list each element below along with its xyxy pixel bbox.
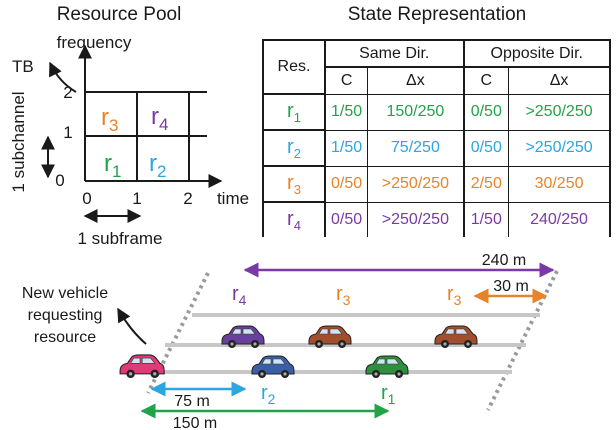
cell-r3-label: r3 bbox=[101, 104, 118, 135]
car-new bbox=[119, 354, 165, 379]
ytick-2: 2 bbox=[63, 83, 72, 102]
table-row-r4: r4 0/50 >250/250 1/50 240/250 bbox=[262, 201, 611, 237]
same-c-header: C bbox=[323, 66, 369, 95]
distance-150-label: 150 m bbox=[173, 415, 217, 430]
res-header: Res. bbox=[262, 39, 326, 95]
row-r3-res: r3 bbox=[262, 165, 326, 203]
table-row-r1: r1 1/50 150/250 0/50 >250/250 bbox=[262, 93, 611, 131]
row-r4-res: r4 bbox=[262, 201, 326, 237]
xtick-1: 1 bbox=[132, 189, 141, 208]
cell-r4-label: r4 bbox=[151, 103, 168, 134]
row-r3-opp-dx: 30/250 bbox=[508, 165, 611, 203]
state-table: Res. Same Dir. Opposite Dir. C Δx C Δx r… bbox=[262, 39, 611, 237]
row-r3-same-c: 0/50 bbox=[323, 165, 369, 203]
row-r1-same-c: 1/50 bbox=[323, 93, 369, 131]
xtick-0: 0 bbox=[82, 189, 91, 208]
row-r4-same-c: 0/50 bbox=[323, 201, 369, 237]
subframe-label: 1 subframe bbox=[77, 229, 162, 248]
row-r2-opp-dx: >250/250 bbox=[508, 129, 611, 167]
road-label-r2: r2 bbox=[261, 382, 276, 407]
row-r1-res: r1 bbox=[262, 93, 326, 131]
cell-r2-label: r2 bbox=[149, 150, 166, 181]
tb-label: TB bbox=[12, 57, 34, 76]
row-r2-res: r2 bbox=[262, 129, 326, 167]
same-dir-header: Same Dir. bbox=[323, 39, 465, 68]
road-label-r4: r4 bbox=[232, 283, 247, 308]
opposite-dir-header: Opposite Dir. bbox=[462, 39, 611, 68]
row-r1-opp-dx: >250/250 bbox=[508, 93, 611, 131]
xtick-2: 2 bbox=[183, 189, 192, 208]
road-edge-right bbox=[486, 270, 559, 411]
row-r2-same-dx: 75/250 bbox=[367, 129, 464, 167]
car-purple-car bbox=[221, 325, 265, 348]
same-dx-header: Δx bbox=[367, 66, 464, 95]
car-blue-car bbox=[251, 355, 295, 378]
road-label-r1: r1 bbox=[381, 382, 396, 407]
distance-75-label: 75 m bbox=[174, 393, 210, 410]
pool-title: Resource Pool bbox=[57, 4, 182, 25]
row-r2-same-c: 1/50 bbox=[323, 129, 369, 167]
ytick-0: 0 bbox=[55, 171, 64, 190]
table-row-r2: r2 1/50 75/250 0/50 >250/250 bbox=[262, 129, 611, 167]
state-table-wrapper: Res. Same Dir. Opposite Dir. C Δx C Δx r… bbox=[262, 39, 611, 237]
new-vehicle-text-3: resource bbox=[34, 329, 96, 346]
frequency-axis-label: frequency bbox=[57, 33, 132, 52]
row-r4-same-dx: >250/250 bbox=[367, 201, 464, 237]
cell-r1-label: r1 bbox=[104, 150, 121, 181]
row-r4-opp-c: 1/50 bbox=[462, 201, 510, 237]
distance-30-label: 30 m bbox=[493, 278, 529, 295]
new-vehicle-text-2: requesting bbox=[28, 307, 103, 324]
row-r3-same-dx: >250/250 bbox=[367, 165, 464, 203]
subchannel-label: 1 subchannel bbox=[9, 91, 28, 192]
pool-grid bbox=[85, 91, 207, 181]
time-axis-label: time bbox=[217, 189, 249, 208]
road-edge-left bbox=[146, 272, 210, 394]
resource-pool: Resource Pool frequency time 2 1 0 0 1 2… bbox=[9, 4, 249, 248]
road-label-r3-a: r3 bbox=[336, 283, 351, 308]
opp-c-header: C bbox=[462, 66, 510, 95]
road-scene: New vehicle requesting resource r4 r3 r3… bbox=[22, 252, 559, 430]
road-label-r3-b: r3 bbox=[447, 283, 462, 308]
new-vehicle-text-1: New vehicle bbox=[22, 285, 108, 302]
row-r2-opp-c: 0/50 bbox=[462, 129, 510, 167]
row-r1-same-dx: 150/250 bbox=[367, 93, 464, 131]
row-r3-opp-c: 2/50 bbox=[462, 165, 510, 203]
ytick-1: 1 bbox=[63, 123, 72, 142]
row-r1-opp-c: 0/50 bbox=[462, 93, 510, 131]
table-row-r3: r3 0/50 >250/250 2/50 30/250 bbox=[262, 165, 611, 203]
cars bbox=[119, 325, 478, 379]
car-brown-car-1 bbox=[308, 325, 352, 348]
new-vehicle-arrow bbox=[117, 307, 147, 345]
state-title: State Representation bbox=[348, 4, 527, 25]
tb-pointer-arrow bbox=[49, 61, 77, 93]
car-green-car bbox=[365, 355, 409, 378]
row-r4-opp-dx: 240/250 bbox=[508, 201, 611, 237]
distance-240-label: 240 m bbox=[482, 252, 526, 269]
car-brown-car-2 bbox=[434, 325, 478, 348]
opp-dx-header: Δx bbox=[508, 66, 611, 95]
